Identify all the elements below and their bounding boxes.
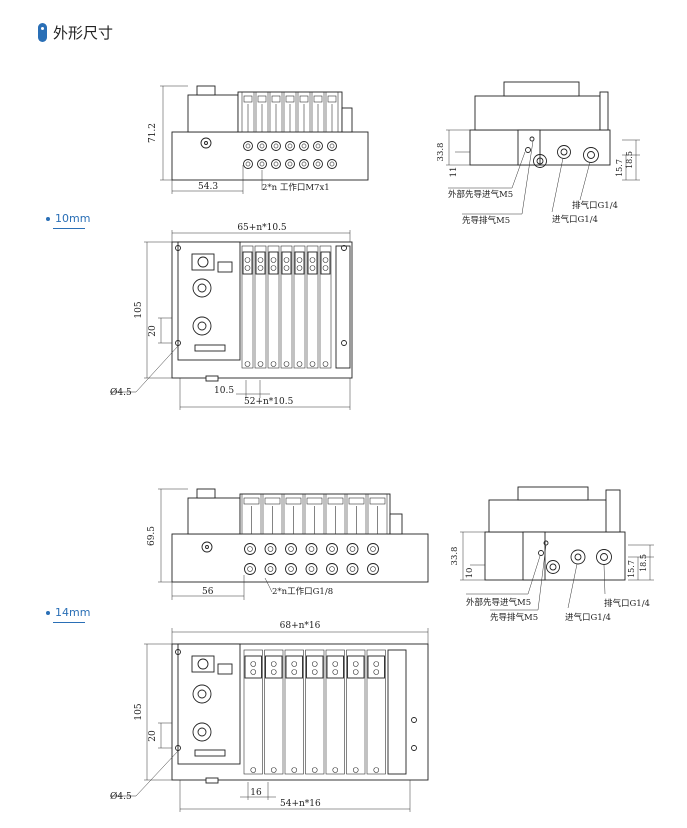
front-view-14mm: 69.5 56 2*n工作口G1/8 <box>147 488 429 600</box>
svg-text:外部先导进气M5: 外部先导进气M5 <box>466 597 531 608</box>
size-label-10mm: 10mm <box>46 212 90 225</box>
svg-text:Ø4.5: Ø4.5 <box>110 387 132 398</box>
svg-text:33.8: 33.8 <box>450 547 460 566</box>
top-view-10mm: 65+n*10.5 105 20 Ø4.5 10.5 52+n*10.5 <box>110 223 353 410</box>
size-underline <box>53 622 85 623</box>
svg-text:68+n*16: 68+n*16 <box>280 621 321 631</box>
info-pin-icon <box>38 23 47 42</box>
svg-text:Ø4.5: Ø4.5 <box>110 791 132 802</box>
svg-text:54+n*16: 54+n*16 <box>280 799 321 809</box>
svg-text:105: 105 <box>134 703 144 720</box>
svg-text:15.7: 15.7 <box>615 159 624 177</box>
svg-text:排气口G1/4: 排气口G1/4 <box>604 598 650 609</box>
svg-text:15.7: 15.7 <box>627 560 636 578</box>
section-header: 外形尺寸 <box>38 22 113 43</box>
svg-text:105: 105 <box>134 301 144 318</box>
dim-height: 71.2 <box>148 123 158 143</box>
svg-text:33.8: 33.8 <box>436 143 446 162</box>
svg-text:先导排气M5: 先导排气M5 <box>490 612 538 623</box>
svg-text:20: 20 <box>148 730 158 742</box>
svg-text:16: 16 <box>250 788 262 798</box>
svg-text:排气口G1/4: 排气口G1/4 <box>572 200 618 211</box>
top-view-14mm: 68+n*16 105 20 Ø4.5 16 54+n*16 <box>110 621 429 812</box>
svg-text:10: 10 <box>465 568 475 579</box>
svg-text:69.5: 69.5 <box>147 526 157 546</box>
svg-text:进气口G1/4: 进气口G1/4 <box>565 612 611 623</box>
svg-text:10.5: 10.5 <box>214 386 234 396</box>
size-underline <box>53 228 85 229</box>
svg-text:18.5: 18.5 <box>625 151 634 169</box>
page-title: 外形尺寸 <box>53 24 114 42</box>
dim-offset: 54.3 <box>198 182 218 192</box>
svg-text:20: 20 <box>148 325 158 337</box>
svg-text:56: 56 <box>202 587 214 597</box>
front-view-10mm: 71.2 54.3 2*n 工作口M7x1 <box>148 85 369 194</box>
side-view-14mm: 33.8 10 15.7 18.5 外部先导进气M5 先导排气M5 进气口G1/… <box>450 486 654 623</box>
svg-text:进气口G1/4: 进气口G1/4 <box>552 214 598 225</box>
svg-text:外部先导进气M5: 外部先导进气M5 <box>448 189 513 200</box>
svg-text:52+n*10.5: 52+n*10.5 <box>244 397 294 407</box>
side-view-10mm: 33.8 11 15.7 18.5 外部先导进气M5 先导排气M5 进气口G1/… <box>436 81 640 226</box>
svg-text:65+n*10.5: 65+n*10.5 <box>237 223 287 233</box>
svg-text:先导排气M5: 先导排气M5 <box>462 215 510 226</box>
ports-label: 2*n 工作口M7x1 <box>262 182 330 193</box>
svg-text:18.5: 18.5 <box>639 554 648 572</box>
svg-text:2*n工作口G1/8: 2*n工作口G1/8 <box>272 586 333 597</box>
svg-text:11: 11 <box>449 167 459 178</box>
size-label-14mm: 14mm <box>46 606 90 619</box>
